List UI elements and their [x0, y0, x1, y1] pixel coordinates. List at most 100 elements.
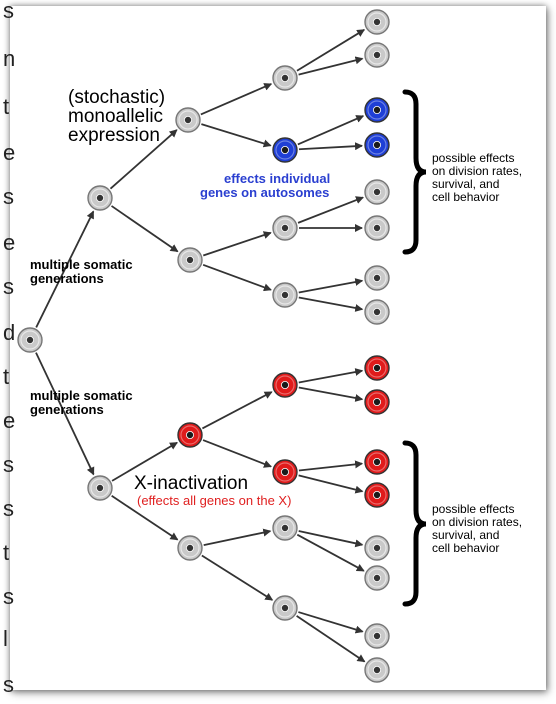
lineage-arrow [111, 205, 179, 253]
figure-frame [10, 6, 546, 690]
margin-fragment: s [3, 184, 14, 209]
lineage-arrow [298, 368, 364, 384]
gray-cell [87, 475, 113, 501]
gray-cell [364, 9, 390, 35]
autosome-effect-line2: genes on autosomes [200, 185, 330, 200]
effects-bottom-line3: survival, and [432, 528, 500, 542]
effects-top-line4: cell behavior [432, 190, 500, 204]
lineage-arrow [109, 129, 178, 190]
margin-fragment: d [3, 320, 16, 345]
lineage-arrow [298, 530, 364, 548]
effect-braces [402, 89, 427, 607]
blue-cell [364, 132, 390, 158]
margin-fragment: t [3, 94, 10, 119]
lineage-arrow [298, 460, 364, 472]
gray-cell [87, 185, 113, 211]
cells [17, 9, 390, 683]
gray-cell [364, 535, 390, 561]
gray-cell [272, 65, 298, 91]
lineage-arrow [296, 533, 365, 572]
red-cell [272, 372, 298, 398]
gray-cell [177, 247, 203, 273]
generations-top-line2: generations [30, 271, 104, 286]
monoallelic-label-line2: monoallelic [68, 106, 164, 127]
lineage-arrow [35, 210, 95, 328]
gray-cell [364, 215, 390, 241]
lineage-arrow [298, 296, 364, 312]
margin-fragment: s [3, 496, 14, 521]
lineage-arrow [111, 495, 179, 541]
gray-cell [272, 515, 298, 541]
lineage-arrow [298, 474, 364, 494]
effects-bottom-line4: cell behavior [432, 541, 500, 555]
x-inactivation-subtitle: (effects all genes on the X) [137, 493, 292, 508]
blue-cell [272, 137, 298, 163]
generations-bottom-line1: multiple somatic [30, 388, 133, 403]
red-cell [177, 422, 203, 448]
margin-fragment: s [3, 0, 14, 23]
lineage-arrow [201, 554, 274, 601]
red-cell [364, 449, 390, 475]
margin-fragment: t [3, 364, 10, 389]
lineage-arrow [202, 439, 272, 468]
lineage-arrow [296, 615, 366, 663]
lineage-arrow [298, 142, 364, 151]
lineage-arrow [200, 83, 273, 116]
lineage-arrow [111, 441, 178, 482]
effects-label-top: possible effects on division rates, surv… [432, 152, 522, 204]
margin-fragment: t [3, 540, 10, 565]
effects-top-line1: possible effects [432, 151, 515, 165]
gray-cell [272, 282, 298, 308]
lineage-arrow [35, 352, 95, 476]
red-cell [364, 355, 390, 381]
effects-bottom-line1: possible effects [432, 502, 515, 516]
lineage-arrow [202, 263, 272, 292]
red-cell [364, 389, 390, 415]
margin-fragment: s [3, 584, 14, 609]
lineage-arrow [298, 56, 364, 76]
margin-fragment: e [3, 408, 16, 433]
gray-cell [364, 657, 390, 683]
gray-cell [364, 265, 390, 291]
margin-fragment: n [3, 46, 16, 71]
margin-fragment: l [3, 626, 8, 651]
x-inactivation-title: X-inactivation [134, 473, 249, 494]
effects-top-line2: on division rates, [432, 164, 523, 178]
blue-cell [364, 97, 390, 123]
gray-cell [364, 623, 390, 649]
red-cell [364, 482, 390, 508]
margin-fragment: s [3, 672, 14, 697]
monoallelic-label-line3: expression [68, 125, 160, 146]
generations-top-line1: multiple somatic [30, 257, 133, 272]
lineage-arrow [201, 123, 272, 148]
lineage-arrow [298, 386, 364, 402]
gray-cell [272, 595, 298, 621]
lineage-arrow [203, 528, 272, 546]
gray-cell [272, 215, 298, 241]
gray-cell [177, 535, 203, 561]
gray-cell [175, 107, 201, 133]
lineage-arrow [202, 231, 272, 257]
gray-cell [364, 299, 390, 325]
gray-cell [17, 327, 43, 353]
autosome-effect-label: effects individual genes on autosomes [200, 172, 330, 200]
lineage-arrow [298, 611, 364, 634]
margin-fragment: e [3, 140, 16, 165]
margin-fragment: e [3, 230, 16, 255]
generations-label-bottom: multiple somatic generations [30, 389, 133, 417]
brace-bottom [402, 440, 427, 607]
lineage-arrow [297, 196, 364, 224]
gray-cell [364, 565, 390, 591]
generations-bottom-line2: generations [30, 402, 104, 417]
lineage-arrow [201, 391, 273, 430]
monoallelic-label: (stochastic) monoallelic expression [68, 88, 165, 145]
margin-fragment: s [3, 274, 14, 299]
lineage-arrows [35, 29, 366, 663]
brace-top [402, 89, 427, 255]
x-inactivation-label: X-inactivation (effects all genes on the… [134, 474, 291, 508]
effects-label-bottom: possible effects on division rates, surv… [432, 503, 522, 555]
margin-fragment: s [3, 452, 14, 477]
gray-cell [364, 179, 390, 205]
lineage-arrow [297, 115, 365, 146]
